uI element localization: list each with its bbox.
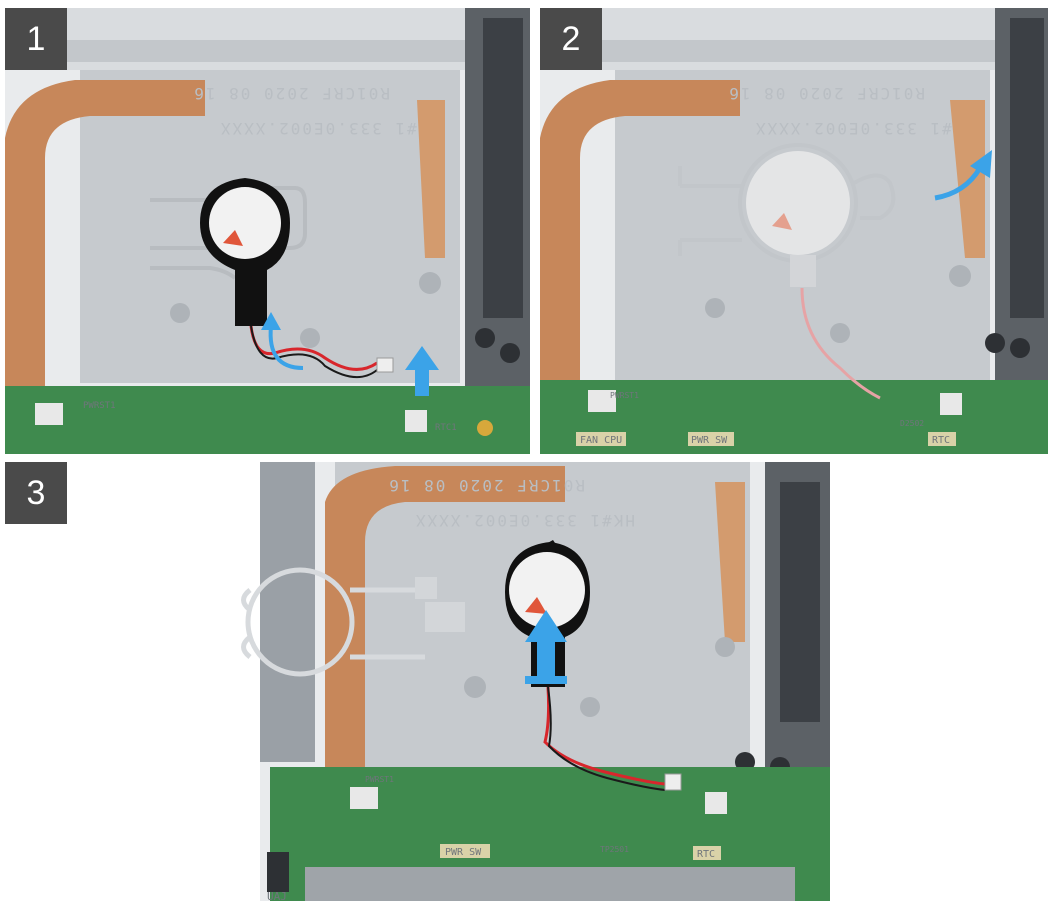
step-2-badge: 2 [540, 8, 602, 70]
rtc-connector [405, 410, 427, 432]
svg-text:PWR SW: PWR SW [445, 847, 482, 858]
svg-text:HK#1 333.0E002.XXXX: HK#1 333.0E002.XXXX [754, 119, 975, 138]
plate-etching-1: R01CRF 2020 08 16 [192, 84, 390, 103]
label-fan-cpu: FAN CPU [580, 435, 622, 446]
step-3-illustration: R01CRF 2020 08 16 HK#1 333.0E002.XXXX PW… [5, 462, 1048, 901]
svg-text:RTC1: RTC1 [435, 423, 457, 433]
disconnect-arrow [415, 368, 429, 396]
coin-cell-battery [746, 151, 850, 255]
svg-text:R01CRF 2020 08 16: R01CRF 2020 08 16 [387, 476, 585, 495]
motherboard [5, 386, 530, 454]
svg-text:RTC: RTC [697, 849, 715, 860]
cable-connector [377, 358, 393, 372]
step-1-panel: 1 R01CRF 2020 08 16 HK#1 333.0E002.XXXX … [5, 8, 530, 454]
svg-text:R01CRF 2020 08 16: R01CRF 2020 08 16 [727, 84, 925, 103]
plate-etching-2: HK#1 333.0E002.XXXX [219, 119, 440, 138]
step-2-panel: 2 R01CRF 2020 08 16 HK#1 333.0E002.XXXX … [540, 8, 1048, 454]
svg-text:PWRST1: PWRST1 [365, 775, 394, 784]
step-2-illustration: R01CRF 2020 08 16 HK#1 333.0E002.XXXX FA… [540, 8, 1048, 454]
svg-text:HK#1 333.0E002.XXXX: HK#1 333.0E002.XXXX [414, 511, 635, 530]
svg-text:TP2501: TP2501 [600, 845, 629, 854]
step-3-panel: 3 R01CRF 2020 08 16 HK#1 333.0E002.XXXX … [5, 462, 1048, 901]
label-rtc: RTC [932, 435, 950, 446]
svg-text:PWRST1: PWRST1 [83, 401, 116, 411]
svg-text:PWRST1: PWRST1 [610, 391, 639, 400]
svg-text:D2502: D2502 [900, 419, 924, 428]
step-1-badge: 1 [5, 8, 67, 70]
step-3-badge: 3 [5, 462, 67, 524]
label-uaj: UAJ [267, 890, 287, 901]
label-pwr-sw: PWR SW [691, 435, 728, 446]
lift-battery-arrow [537, 640, 555, 682]
step-1-illustration: R01CRF 2020 08 16 HK#1 333.0E002.XXXX PW… [5, 8, 530, 454]
